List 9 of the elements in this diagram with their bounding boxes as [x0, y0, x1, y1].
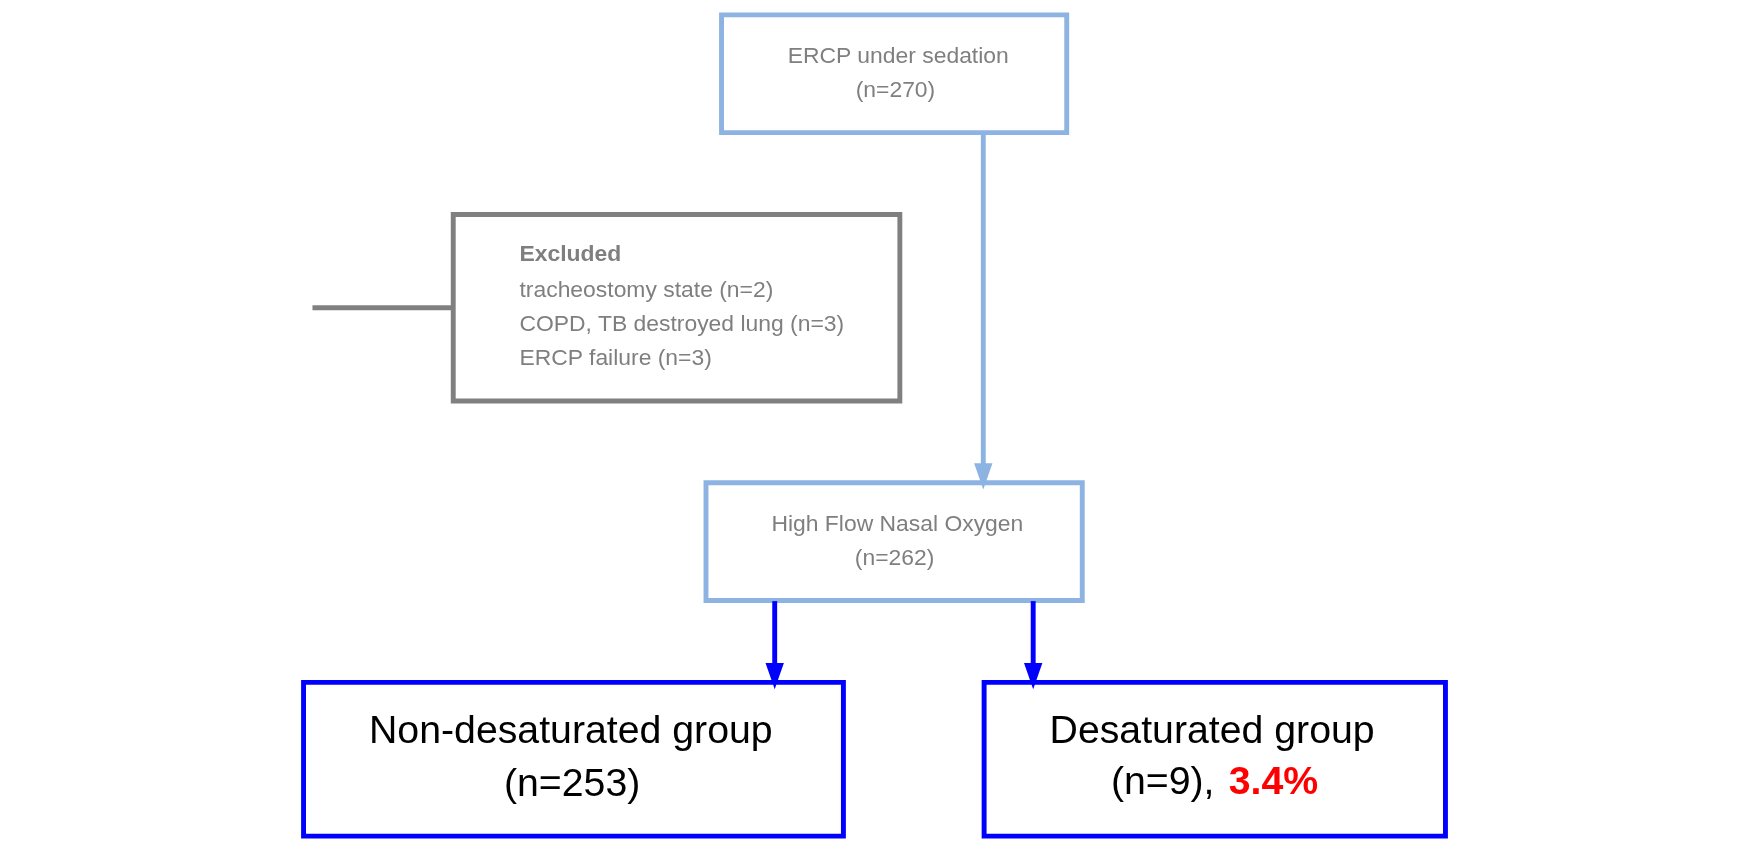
- node-box: Non-desaturated group (n=253): [300, 679, 846, 839]
- node-box: Excluded tracheostomy state (n=2) COPD, TB destroyed lung (n=3) ERCP failure (n=3): [450, 212, 902, 404]
- arrow: [765, 601, 784, 690]
- connector: [312, 305, 453, 311]
- arrow: [1023, 601, 1042, 690]
- arrow: [973, 133, 992, 490]
- node-box: ERCP under sedation (n=270): [718, 12, 1069, 136]
- node-box: High Flow Nasal Oxygen (n=262): [703, 480, 1085, 603]
- node-box: Desaturated group (n=9), 3.4%: [981, 679, 1448, 839]
